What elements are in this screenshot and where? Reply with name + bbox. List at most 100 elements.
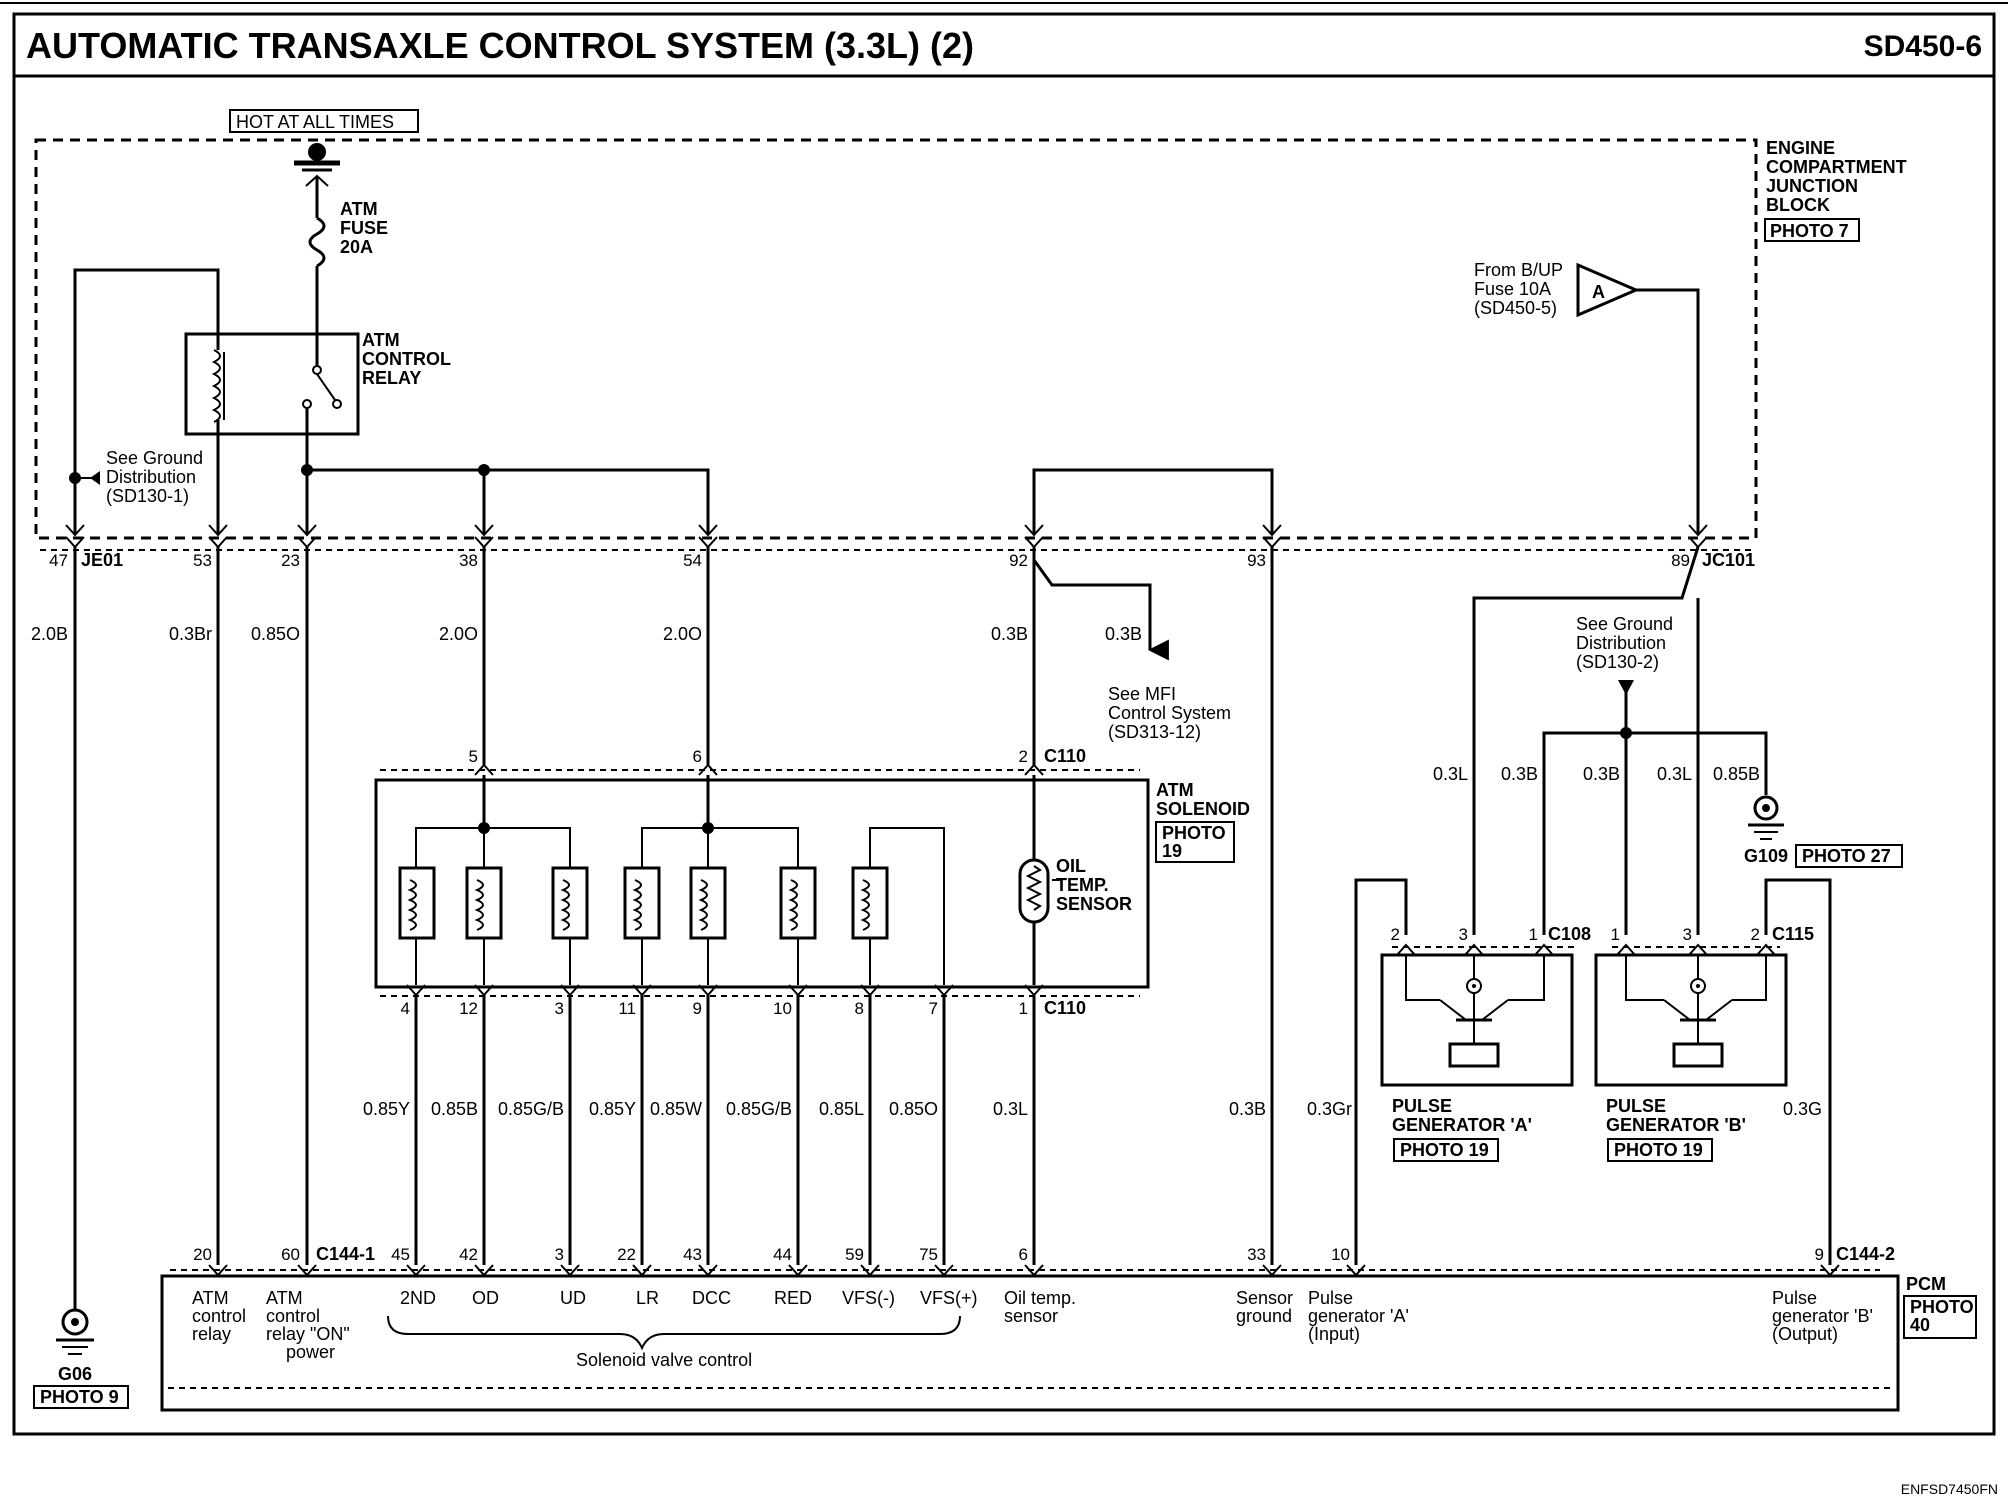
svg-text:43: 43 (683, 1245, 702, 1264)
svg-text:0.3L: 0.3L (1433, 764, 1468, 784)
svg-text:COMPARTMENT: COMPARTMENT (1766, 157, 1907, 177)
svg-text:0.3B: 0.3B (991, 624, 1028, 644)
solenoid-group-label: Solenoid valve control (576, 1350, 752, 1370)
svg-text:See MFI: See MFI (1108, 684, 1176, 704)
svg-text:0.3G: 0.3G (1783, 1099, 1822, 1119)
ground-ref-1-arrow-icon (90, 471, 100, 485)
coil-od-icon (465, 866, 503, 985)
svg-text:42: 42 (459, 1245, 478, 1264)
coil-vfs-icon (851, 866, 889, 985)
svg-text:89: 89 (1671, 551, 1690, 570)
pcm-terminal-lr: LR (636, 1288, 659, 1308)
svg-text:ENGINE: ENGINE (1766, 138, 1835, 158)
svg-text:TEMP.: TEMP. (1056, 875, 1109, 895)
connector-c144-1: C144-1 (316, 1244, 375, 1264)
svg-text:(SD450-5): (SD450-5) (1474, 298, 1557, 318)
junction-block-photo: PHOTO 7 (1770, 221, 1849, 241)
fuse-icon (294, 143, 340, 340)
hot-label: HOT AT ALL TIMES (236, 112, 394, 132)
pcm-terminal-atm-relay: ATM control relay (192, 1288, 246, 1344)
wire-pulse-a-signal (1354, 878, 1408, 1265)
svg-text:CONTROL: CONTROL (362, 349, 451, 369)
svg-text:9: 9 (693, 999, 702, 1018)
pulse-generator-b (1594, 953, 1788, 1087)
svg-text:3: 3 (1459, 925, 1468, 944)
pulse-a-photo: PHOTO 19 (1400, 1140, 1489, 1160)
oil-temp-sensor-icon (1018, 858, 1060, 924)
svg-text:ATM: ATM (362, 330, 400, 350)
coil-lr-icon (623, 866, 661, 985)
relay-label: ATM CONTROL RELAY (362, 330, 451, 388)
svg-text:1: 1 (1529, 925, 1538, 944)
svg-text:(Input): (Input) (1308, 1324, 1360, 1344)
svg-text:40: 40 (1910, 1315, 1930, 1335)
atm-control-relay (184, 332, 360, 436)
solenoid-group-brace (387, 1315, 961, 1351)
connector-je01: JE01 (81, 550, 123, 570)
relay-coil-icon (211, 349, 225, 423)
footer-code: ENFSD7450FN (1901, 1481, 1998, 1497)
svg-text:0.85O: 0.85O (251, 624, 300, 644)
svg-text:A: A (1592, 282, 1605, 302)
svg-text:9: 9 (1815, 1245, 1824, 1264)
pcm-terminal-red: RED (774, 1288, 812, 1308)
svg-text:60: 60 (281, 1245, 300, 1264)
pcm-terminal-2nd: 2ND (400, 1288, 436, 1308)
svg-text:control: control (192, 1306, 246, 1326)
svg-text:0.85L: 0.85L (819, 1099, 864, 1119)
svg-text:See Ground: See Ground (1576, 614, 1673, 634)
svg-text:47: 47 (49, 551, 68, 570)
svg-text:45: 45 (391, 1245, 410, 1264)
svg-text:Control System: Control System (1108, 703, 1231, 723)
svg-text:92: 92 (1009, 551, 1028, 570)
page-title: AUTOMATIC TRANSAXLE CONTROL SYSTEM (3.3L… (26, 25, 974, 66)
svg-text:0.3L: 0.3L (993, 1099, 1028, 1119)
fuse-label: ATM FUSE 20A (340, 199, 388, 257)
svg-text:Distribution: Distribution (1576, 633, 1666, 653)
svg-text:8: 8 (855, 999, 864, 1018)
svg-text:control: control (266, 1306, 320, 1326)
svg-text:3: 3 (555, 1245, 564, 1264)
svg-text:20: 20 (193, 1245, 212, 1264)
svg-text:(SD130-2): (SD130-2) (1576, 652, 1659, 672)
svg-text:3: 3 (1683, 925, 1692, 944)
svg-text:ATM: ATM (266, 1288, 303, 1308)
svg-text:sensor: sensor (1004, 1306, 1058, 1326)
svg-text:OIL: OIL (1056, 856, 1086, 876)
svg-text:BLOCK: BLOCK (1766, 195, 1830, 215)
svg-text:GENERATOR 'A': GENERATOR 'A' (1392, 1115, 1532, 1135)
solenoid-bottom-pins: 4 12 3 11 9 10 8 7 1 (401, 999, 1028, 1018)
svg-text:Distribution: Distribution (106, 467, 196, 487)
svg-text:relay: relay (192, 1324, 231, 1344)
svg-text:Fuse 10A: Fuse 10A (1474, 279, 1551, 299)
svg-text:From B/UP: From B/UP (1474, 260, 1563, 280)
svg-text:(SD130-1): (SD130-1) (106, 486, 189, 506)
svg-text:0.85B: 0.85B (431, 1099, 478, 1119)
wire-relay-output-bus (307, 468, 710, 535)
pcm-pin-numbers: 20 60 45 42 3 22 43 44 59 75 6 33 10 9 (193, 1245, 1824, 1264)
svg-text:(SD313-12): (SD313-12) (1108, 722, 1201, 742)
coil-2nd-icon (398, 866, 436, 985)
junction-block-label: ENGINE COMPARTMENT JUNCTION BLOCK PHOTO … (1764, 138, 1907, 242)
atm-solenoid-box (374, 778, 1150, 989)
ground-ref-1-label: See Ground Distribution (SD130-1) (106, 448, 203, 506)
svg-text:Pulse: Pulse (1308, 1288, 1353, 1308)
wire-relay-coil-feed (73, 268, 220, 535)
atm-solenoid-label: ATM SOLENOID PHOTO 19 (1155, 780, 1250, 863)
pulse-b-pins: 1 3 2 (1611, 925, 1776, 956)
svg-text:2: 2 (1391, 925, 1400, 944)
coil-ud-icon (551, 866, 589, 985)
pcm-terminal-oil-temp: Oil temp. sensor (1004, 1288, 1076, 1326)
connector-c108: C108 (1548, 924, 1591, 944)
pcm-terminal-vfs-plus: VFS(+) (920, 1288, 978, 1308)
svg-text:JUNCTION: JUNCTION (1766, 176, 1858, 196)
atm-solenoid-photo: PHOTO (1162, 823, 1226, 843)
backup-fuse-label: From B/UP Fuse 10A (SD450-5) (1474, 260, 1563, 318)
svg-text:5: 5 (469, 747, 478, 766)
svg-text:75: 75 (919, 1245, 938, 1264)
pcm-terminal-sensor-ground: Sensor ground (1236, 1288, 1293, 1326)
ground-g06-photo: PHOTO 9 (40, 1387, 119, 1407)
mfi-ref-label: See MFI Control System (SD313-12) (1108, 684, 1231, 742)
svg-text:0.3B: 0.3B (1229, 1099, 1266, 1119)
svg-text:53: 53 (193, 551, 212, 570)
